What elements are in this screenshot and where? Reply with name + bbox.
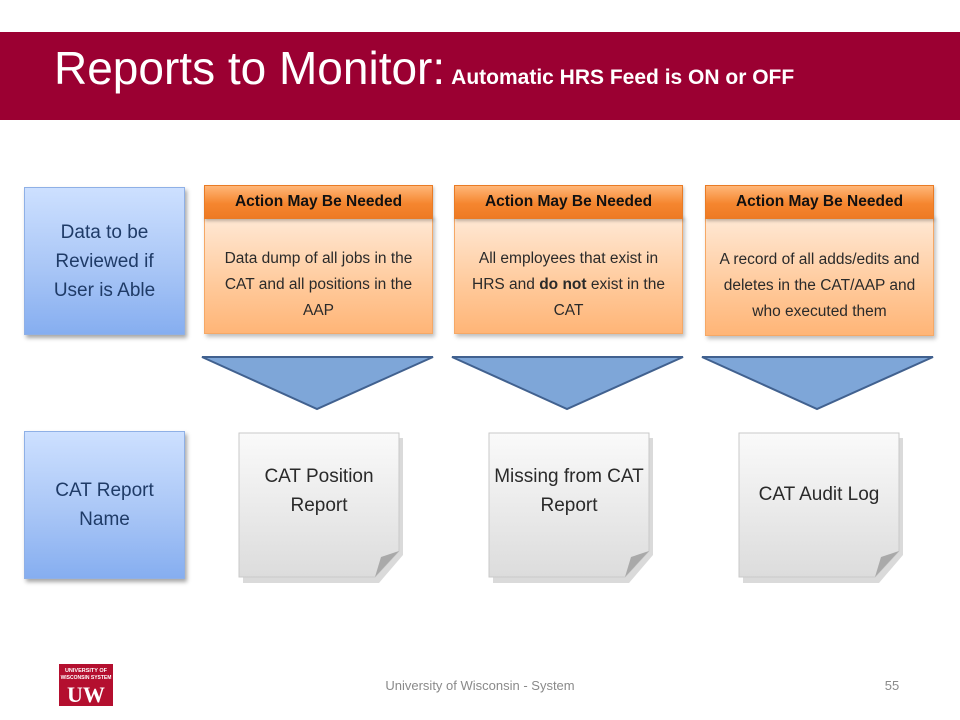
footer-org: University of Wisconsin - System <box>385 678 575 693</box>
action-header-3: Action May Be Needed <box>705 185 934 219</box>
folded-page-icon <box>488 432 653 583</box>
slide-title-text: Reports to Monitor: <box>54 42 446 94</box>
slide-subtitle: Automatic HRS Feed is ON or OFF <box>451 66 795 89</box>
uw-logo: UNIVERSITY OF WISCONSIN SYSTEM UW <box>59 664 113 706</box>
row-label-data: Data to be Reviewed if User is Able <box>24 187 185 335</box>
action-header-1: Action May Be Needed <box>204 185 433 219</box>
description-box-1: Data dump of all jobs in the CAT and all… <box>204 215 433 334</box>
report-name-3: CAT Audit Log <box>758 483 880 505</box>
svg-text:UW: UW <box>67 682 105 706</box>
description-text-3: A record of all adds/edits and deletes i… <box>719 250 920 320</box>
report-name-2: Missing from CAT Report <box>494 466 644 516</box>
svg-text:WISCONSIN SYSTEM: WISCONSIN SYSTEM <box>61 675 112 681</box>
title-bar <box>0 32 960 120</box>
description-box-2: All employees that exist in HRS and do n… <box>454 215 683 334</box>
triangle-down-icon <box>701 356 934 411</box>
folded-page-icon <box>738 432 903 583</box>
triangle-down-icon <box>451 356 684 411</box>
folded-page-icon <box>238 432 403 583</box>
description-text-2-before: All employees that exist in HRS and <box>472 249 659 293</box>
description-text-2: All employees that exist in HRS and do n… <box>463 226 674 324</box>
report-name-1: CAT Position Report <box>264 466 374 516</box>
row-label-data-text: Data to be Reviewed if User is Able <box>53 221 156 301</box>
page-number: 55 <box>884 678 900 693</box>
row-label-report: CAT Report Name <box>24 431 185 579</box>
slide-title: Reports to Monitor:Automatic HRS Feed is… <box>54 40 794 106</box>
svg-text:UNIVERSITY OF: UNIVERSITY OF <box>65 668 108 674</box>
description-text-2-after: exist in the CAT <box>553 275 665 319</box>
description-box-3: A record of all adds/edits and deletes i… <box>705 215 934 336</box>
row-label-report-text: CAT Report Name <box>55 480 154 530</box>
description-text-2-bold: do not <box>539 275 587 293</box>
description-text-1: Data dump of all jobs in the CAT and all… <box>224 249 413 319</box>
action-header-2: Action May Be Needed <box>454 185 683 219</box>
triangle-down-icon <box>201 356 434 411</box>
